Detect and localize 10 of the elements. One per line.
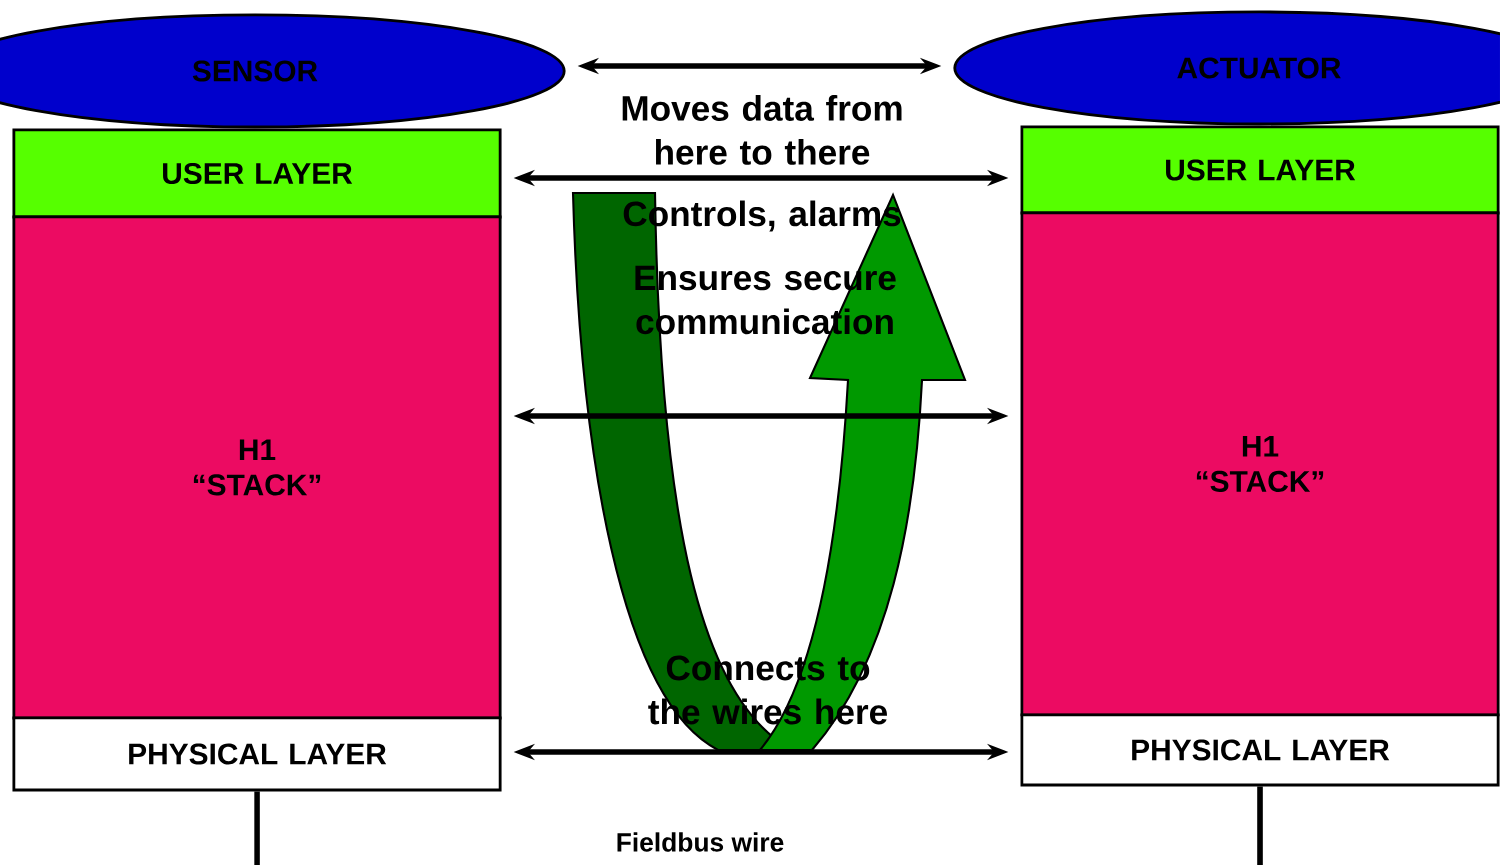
layer-box: H1 “STACK”	[12, 215, 502, 720]
wire-label: Fieldbus wire	[617, 832, 784, 852]
edge-label: Moves data from here to there	[622, 95, 902, 165]
layer-box: PHYSICAL LAYER	[12, 716, 502, 792]
wire-line	[254, 791, 260, 865]
layer-box: H1 “STACK”	[1020, 211, 1500, 717]
layer-box: USER LAYER	[1020, 125, 1500, 215]
layer-box: PHYSICAL LAYER	[1020, 713, 1500, 787]
wire-line	[1257, 786, 1263, 865]
layer-box: USER LAYER	[12, 128, 502, 219]
